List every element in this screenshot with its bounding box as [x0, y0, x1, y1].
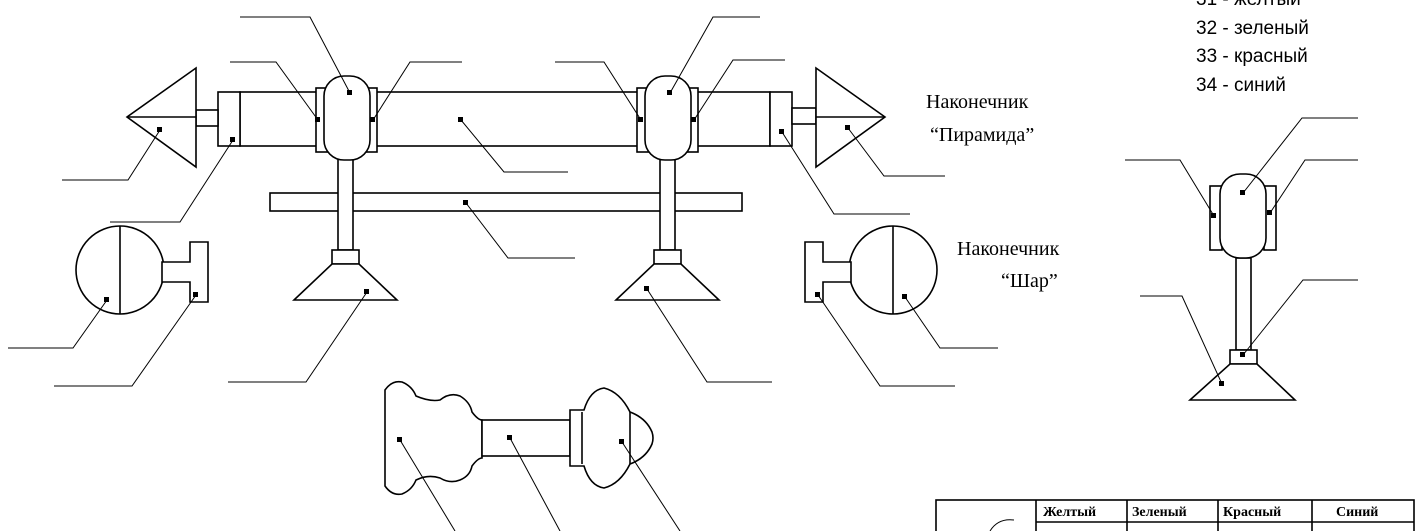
- ball-tip-label-line2: “Шар”: [1001, 270, 1058, 292]
- right-end-stem: [791, 107, 817, 125]
- leader-lines: [8, 16, 1358, 531]
- table-header-green: Зеленый: [1132, 505, 1187, 520]
- right-bracket: [613, 75, 722, 301]
- right-end-cap: [769, 91, 793, 147]
- table-header-blue: Синий: [1336, 505, 1378, 520]
- ball-tip-left: [75, 225, 209, 315]
- left-end-cap: [217, 91, 241, 147]
- table-corner-sketch: [989, 519, 1015, 531]
- legend-item-blue: 34 - синий: [1196, 75, 1286, 96]
- legend-item-red: 33 - красный: [1196, 46, 1308, 67]
- ball-tip-right: [804, 225, 938, 315]
- decorative-finial: [384, 380, 654, 496]
- color-code-legend: 31 - желтый 32 - зеленый 33 - красный 34…: [1196, 0, 1309, 96]
- ball-tip-label-line1: Наконечник: [957, 238, 1060, 260]
- legend-item-green: 32 - зеленый: [1196, 18, 1309, 39]
- left-end-stem: [195, 109, 219, 127]
- lower-rod-bar: [269, 192, 743, 212]
- color-table: Желтый Зеленый Красный Синий: [935, 499, 1415, 531]
- pyramid-tip-label-line2: “Пирамида”: [930, 124, 1034, 146]
- table-header-red: Красный: [1223, 505, 1281, 520]
- legend-item-yellow: 31 - желтый: [1196, 0, 1301, 10]
- main-rod-assembly: [125, 66, 887, 301]
- pyramid-tip-label-line1: Наконечник: [926, 91, 1029, 113]
- single-bracket-view: [1187, 173, 1298, 401]
- table-header-yellow: Желтый: [1043, 505, 1096, 520]
